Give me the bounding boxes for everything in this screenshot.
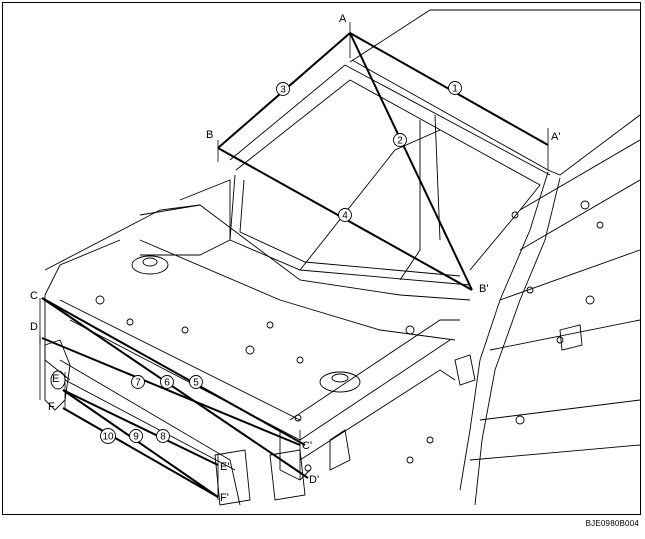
- dimension-line-8: [62, 389, 219, 498]
- callout-10: 10: [100, 428, 116, 444]
- callout-5: 5: [189, 375, 203, 389]
- dimension-lines: [41, 32, 549, 498]
- dimension-line-2: [349, 32, 473, 291]
- point-label-d: D: [30, 321, 38, 333]
- point-label-a: A: [339, 13, 347, 25]
- svg-text:8: 8: [160, 432, 166, 443]
- svg-text:5: 5: [193, 378, 199, 389]
- svg-text:3: 3: [280, 85, 286, 96]
- dimension-line-9: [62, 389, 219, 466]
- callout-1: 1: [448, 81, 462, 95]
- callout-8: 8: [156, 429, 170, 443]
- point-label-e-prime: E': [220, 461, 229, 473]
- callout-7: 7: [131, 375, 145, 389]
- dimension-line-6: [41, 297, 309, 479]
- callout-9: 9: [129, 429, 143, 443]
- svg-text:6: 6: [164, 378, 170, 389]
- point-labels: A A' B B' C C' D D' E E' F F': [30, 13, 560, 504]
- svg-text:4: 4: [342, 211, 348, 222]
- point-label-f-prime: F': [220, 492, 229, 504]
- point-label-e: E: [52, 373, 59, 385]
- svg-text:9: 9: [133, 432, 139, 443]
- vehicle-body-outline: [44, 9, 641, 506]
- svg-text:10: 10: [102, 432, 114, 443]
- figure-code: BJE0980B004: [585, 519, 639, 528]
- dimension-line-5: [41, 297, 306, 446]
- svg-text:7: 7: [135, 378, 141, 389]
- callout-3: 3: [276, 82, 290, 96]
- reference-ticks: [39, 22, 549, 500]
- svg-text:2: 2: [397, 136, 403, 147]
- point-label-c-prime: C': [302, 440, 312, 452]
- dimension-line-7: [41, 337, 301, 446]
- svg-text:1: 1: [452, 84, 458, 95]
- point-label-a-prime: A': [551, 131, 560, 143]
- point-label-b-prime: B': [479, 283, 488, 295]
- figure-frame: [2, 2, 641, 515]
- point-label-f: F: [48, 401, 55, 413]
- dimension-line-10: [62, 407, 219, 498]
- callout-4: 4: [338, 208, 352, 222]
- point-label-d-prime: D': [309, 474, 319, 486]
- point-label-c: C: [30, 290, 38, 302]
- measurement-callouts: 1 2 3 4 5 6 7: [100, 81, 462, 444]
- callout-2: 2: [393, 133, 407, 147]
- callout-6: 6: [160, 375, 174, 389]
- point-label-b: B: [206, 129, 213, 141]
